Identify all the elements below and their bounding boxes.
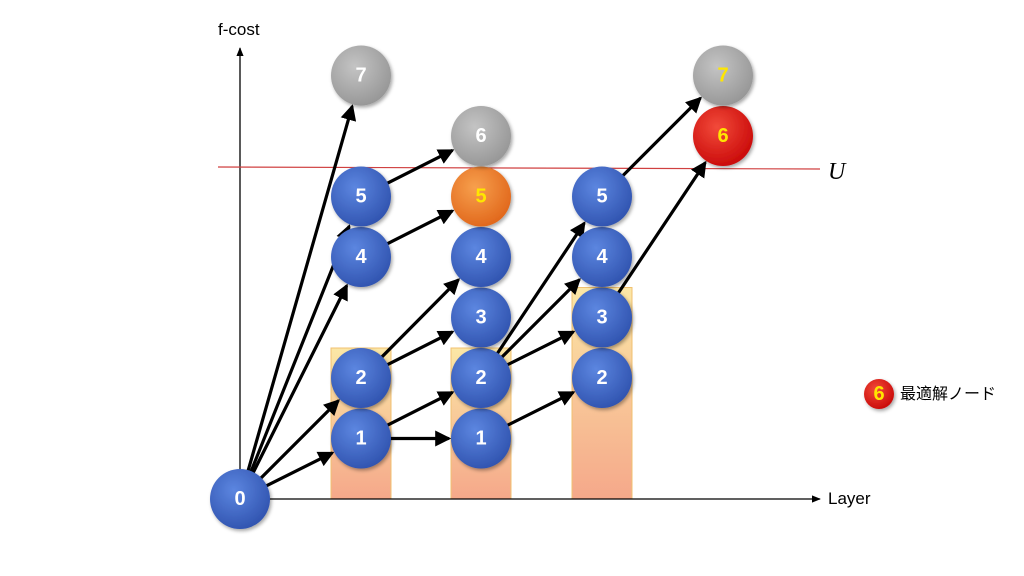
edge-n0-n11: [256, 451, 335, 492]
node-circle: [572, 227, 632, 287]
legend-optimal-node-icon: [864, 379, 894, 409]
node-circle: [451, 166, 511, 227]
edge-n11-n22: [377, 391, 455, 432]
node-value: 4: [475, 246, 487, 268]
edge-n0-n15: [245, 224, 352, 483]
node-n25: 5: [451, 166, 511, 227]
node-circle: [331, 227, 391, 287]
node-value: 5: [596, 186, 607, 208]
axes: f-cost Layer: [218, 20, 871, 508]
node-n33: 3: [572, 287, 632, 348]
node-circle: [451, 287, 511, 348]
node-n12: 2: [331, 348, 391, 408]
node-n22: 2: [451, 348, 511, 408]
node-value: 3: [596, 307, 607, 329]
edge-n22-n35: [490, 221, 586, 363]
node-circle: [572, 166, 632, 227]
node-n24: 4: [451, 227, 511, 287]
node-n21: 1: [451, 408, 511, 469]
node-n35: 5: [572, 166, 632, 227]
node-circle: [693, 106, 753, 166]
node-n15: 5: [331, 166, 391, 227]
edge-n22-n33: [497, 330, 576, 371]
node-circle: [331, 45, 391, 106]
node-circle: [331, 166, 391, 227]
node-value: 4: [596, 246, 608, 268]
search-nodes: 0 1 2 4 5 7 1 2 3 4 5 6 2 3 4 5 6 7: [210, 45, 753, 529]
edge-n12-n23: [377, 330, 455, 371]
node-circle: [572, 287, 632, 348]
node-n0: 0: [210, 469, 270, 529]
node-n34: 4: [572, 227, 632, 287]
node-circle: [572, 348, 632, 408]
node-value: 6: [475, 125, 486, 147]
legend-node-value: 6: [873, 383, 884, 405]
edge-n33-n46: [611, 160, 707, 303]
node-circle: [331, 348, 391, 408]
node-n23: 3: [451, 287, 511, 348]
legend: 6 最適解ノード: [864, 379, 996, 409]
node-n47: 7: [693, 45, 753, 106]
node-circle: [451, 408, 511, 469]
node-value: 5: [355, 186, 366, 208]
node-circle: [331, 408, 391, 469]
node-n11: 1: [331, 408, 391, 469]
node-n46: 6: [693, 106, 753, 166]
y-axis-label: f-cost: [218, 20, 260, 39]
node-value: 2: [596, 367, 607, 389]
upper-bound-label: U: [828, 159, 847, 185]
node-circle: [693, 45, 753, 106]
edge-n0-n17: [243, 104, 357, 482]
node-value: 5: [475, 186, 486, 208]
edge-n14-n25: [377, 209, 455, 250]
node-n32: 2: [572, 348, 632, 408]
node-value: 2: [355, 367, 366, 389]
node-circle: [451, 227, 511, 287]
node-value: 7: [355, 65, 366, 87]
node-value: 6: [717, 125, 728, 147]
node-circle: [451, 348, 511, 408]
node-value: 1: [475, 428, 486, 450]
edge-n15-n26: [377, 149, 455, 190]
node-n26: 6: [451, 106, 511, 166]
node-value: 7: [717, 65, 728, 87]
edge-n12-n24: [373, 278, 461, 366]
node-value: 4: [355, 246, 367, 268]
node-value: 3: [475, 307, 486, 329]
upper-bound: U: [217, 159, 847, 185]
node-value: 0: [234, 488, 245, 510]
edge-n35-n47: [614, 96, 702, 184]
edge-n0-n14: [247, 283, 348, 483]
node-value: 2: [475, 367, 486, 389]
node-n17: 7: [331, 45, 391, 106]
node-circle: [210, 469, 270, 529]
x-axis-label: Layer: [828, 489, 871, 508]
edge-n21-n32: [497, 391, 576, 432]
edge-n22-n34: [493, 278, 581, 366]
search-edges: [243, 96, 707, 492]
node-circle: [451, 106, 511, 166]
upper-bound-line: [217, 166, 821, 170]
node-n14: 4: [331, 227, 391, 287]
node-value: 1: [355, 428, 366, 450]
edge-n0-n12: [252, 399, 340, 487]
legend-label: 最適解ノード: [900, 384, 996, 403]
